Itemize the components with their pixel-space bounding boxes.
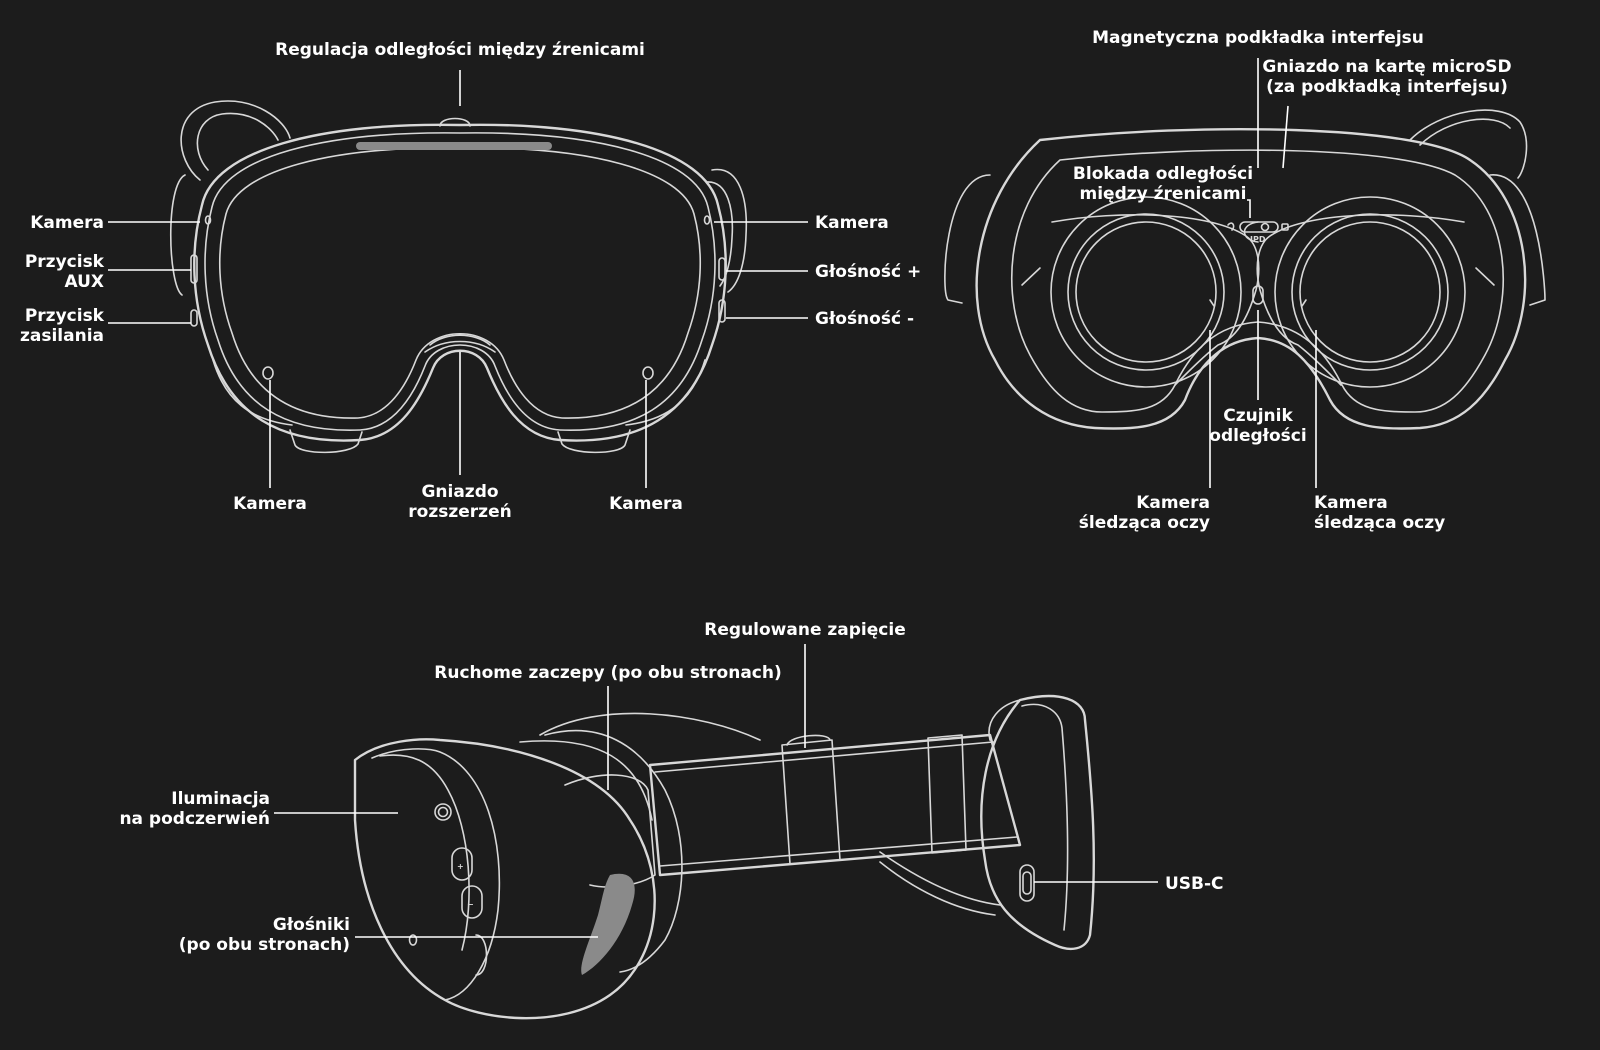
label-proximity-sensor: Czujnik odległości xyxy=(1209,406,1307,446)
label-ir-illumination: Iluminacja na podczerwień xyxy=(119,789,270,829)
label-camera-left: Kamera xyxy=(30,213,104,233)
label-ipd-adjust: Regulacja odległości między źrenicami xyxy=(275,40,645,60)
label-camera-right: Kamera xyxy=(815,213,889,233)
front-view-headset xyxy=(169,100,748,454)
label-usb-c: USB-C xyxy=(1165,874,1224,894)
label-magnetic-pad: Magnetyczna podkładka interfejsu xyxy=(1092,28,1424,48)
label-microsd-slot: Gniazdo na kartę microSD (za podkładką i… xyxy=(1262,57,1512,97)
minus-symbol: − xyxy=(467,900,474,909)
label-eye-tracking-left: Kamera śledząca oczy xyxy=(1078,493,1210,533)
back-view-leaders xyxy=(1209,58,1317,488)
label-ipd-lock: Blokada odległości między źrenicami xyxy=(1072,164,1254,204)
label-expansion-slot: Gniazdo rozszerzeń xyxy=(408,482,512,522)
label-volume-down: Głośność - xyxy=(815,309,915,329)
plus-symbol: + xyxy=(457,862,464,871)
label-camera-bottom-right: Kamera xyxy=(609,494,683,514)
label-eye-tracking-right: Kamera śledząca oczy xyxy=(1314,493,1446,533)
label-speakers: Głośniki (po obu stronach) xyxy=(178,915,350,955)
label-volume-up: Głośność + xyxy=(815,262,922,282)
back-view-headset: IPD xyxy=(944,109,1546,430)
label-power-button: Przycisk zasilania xyxy=(19,306,104,346)
ipd-switch-text: IPD xyxy=(1250,235,1266,244)
side-view-leaders xyxy=(274,644,1158,938)
label-movable-hooks: Ruchome zaczepy (po obu stronach) xyxy=(434,663,782,683)
side-view-headset: + − xyxy=(353,694,1096,1020)
label-adjustable-clip: Regulowane zapięcie xyxy=(704,620,906,640)
label-aux-button: Przycisk AUX xyxy=(24,252,104,292)
front-view-leaders xyxy=(108,70,808,488)
label-camera-bottom-left: Kamera xyxy=(233,494,307,514)
